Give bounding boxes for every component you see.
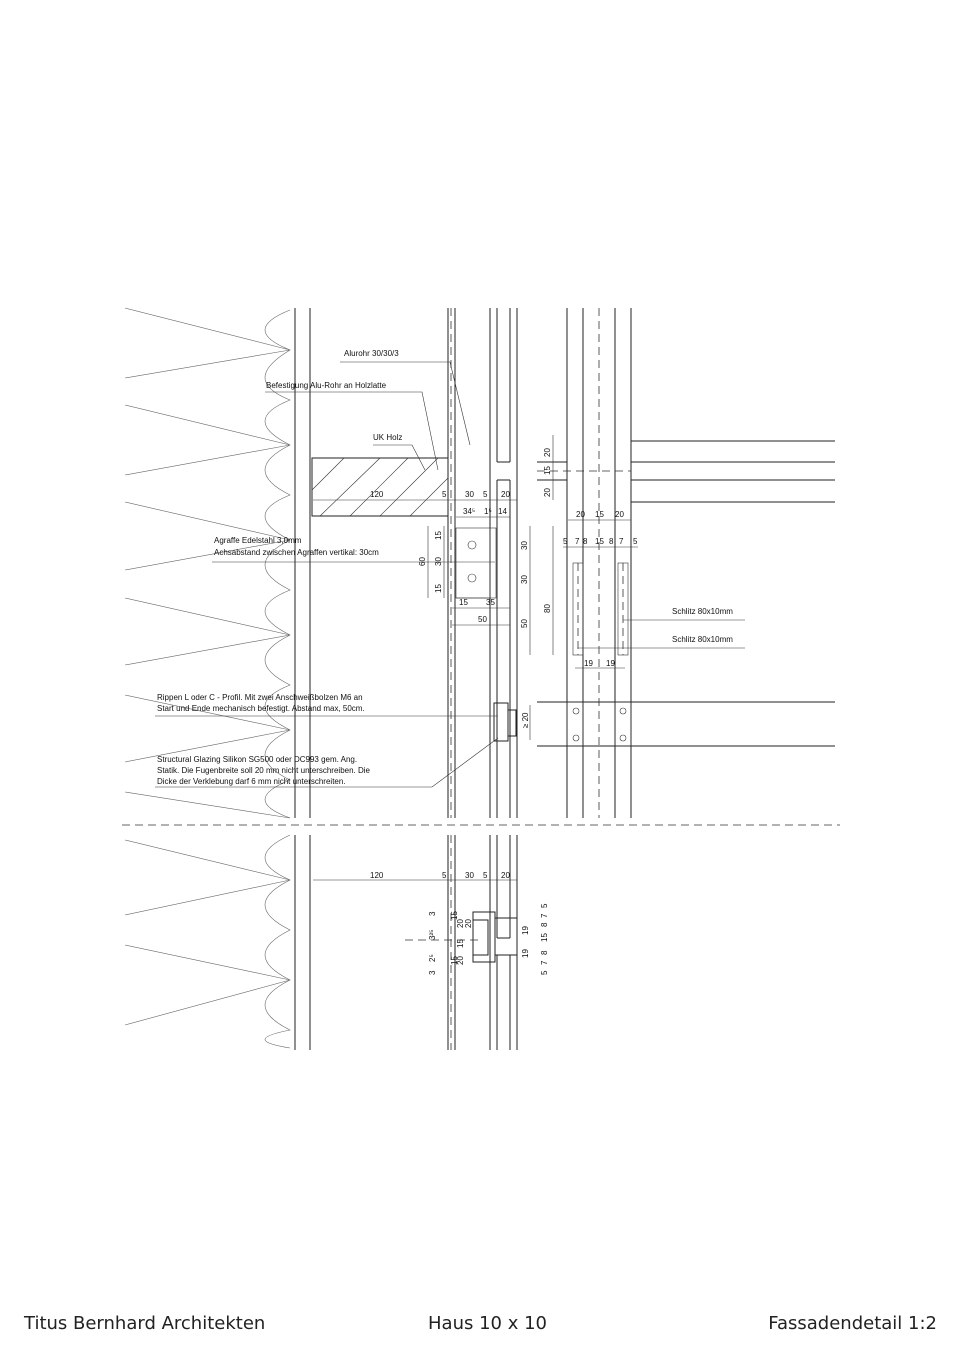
dim-text: 30: [520, 575, 529, 584]
label-rippen-2: Start und Ende mechanisch befestigt. Abs…: [157, 704, 365, 713]
dim-text: 5: [633, 537, 638, 546]
dim-text: 20: [543, 488, 552, 497]
label-glazing-2: Statik. Die Fugenbreite soll 20 mm nicht…: [157, 766, 371, 775]
dim-text: 20: [615, 510, 624, 519]
dim-text: 19: [606, 659, 615, 668]
dimension-lines: [313, 435, 638, 881]
dim-text: 20: [543, 448, 552, 457]
dim-text: 19: [521, 926, 530, 935]
label-schlitz-1: Schlitz 80x10mm: [672, 607, 733, 616]
dim-text: 8: [609, 537, 614, 546]
wall-layers-upper: [294, 308, 518, 818]
label-glazing-3: Dicke der Verklebung darf 6 mm nicht unt…: [157, 777, 346, 786]
dim-text: 35: [486, 598, 495, 607]
wall-layers-lower: [294, 835, 518, 1050]
insulation-hatch-upper: [124, 307, 291, 819]
dimension-texts: 120 5 30 5 20 34⁵ 1⁵ 14 60 15 30 15 15 3…: [370, 448, 638, 975]
dim-text: 3: [428, 970, 437, 975]
dim-text: 19: [521, 949, 530, 958]
label-schlitz-2: Schlitz 80x10mm: [672, 635, 733, 644]
dim-text: 15: [540, 933, 549, 942]
annotations: Alurohr 30/30/3 Befestigung Alu-Rohr an …: [157, 349, 733, 786]
dim-text: 15: [543, 466, 552, 475]
dim-text: 8: [540, 922, 549, 927]
dim-text: 3: [428, 911, 437, 916]
dim-text: 15: [595, 510, 604, 519]
dim-text: 50: [478, 615, 487, 624]
label-alurohr: Alurohr 30/30/3: [344, 349, 399, 358]
dim-text: 5: [483, 490, 488, 499]
dim-text: 5: [442, 871, 447, 880]
dim-text: 8: [540, 950, 549, 955]
dim-text: 20: [456, 956, 465, 965]
dim-text: 60: [418, 557, 427, 566]
dim-text: 15: [456, 939, 465, 948]
dim-text: ≥ 20: [521, 712, 530, 728]
agraffe-plate: [455, 527, 497, 599]
dim-text: 7: [540, 960, 549, 965]
dim-text: 2⁵: [428, 954, 437, 962]
leader-lines: [155, 361, 745, 788]
footer-sheet: Fassadendetail 1:2: [768, 1313, 937, 1334]
dim-text: 1⁵: [484, 507, 492, 516]
dim-text: 15: [595, 537, 604, 546]
dim-text: 15: [434, 531, 443, 540]
label-rippen-1: Rippen L oder C - Profil. Mit zwei Ansch…: [157, 693, 363, 702]
right-elevation: [537, 308, 835, 818]
footer-office: Titus Bernhard Architekten: [24, 1313, 266, 1334]
dim-text: 120: [370, 871, 384, 880]
dim-text: 15: [434, 584, 443, 593]
label-glazing-1: Structural Glazing Silikon SG500 oder DC…: [157, 755, 357, 764]
dim-text: 19: [584, 659, 593, 668]
dim-text: 3²⁵: [428, 930, 437, 940]
dim-text: 5: [442, 490, 447, 499]
dim-text: 120: [370, 490, 384, 499]
dim-text: 20: [501, 490, 510, 499]
dim-text: 80: [543, 604, 552, 613]
wood-batten: [311, 457, 449, 517]
dim-text: 20: [501, 871, 510, 880]
label-befestigung: Befestigung Alu-Rohr an Holzlatte: [266, 381, 387, 390]
insulation-hatch-lower: [124, 834, 291, 1049]
dim-text: 5: [540, 903, 549, 908]
dim-text: 5: [563, 537, 568, 546]
dim-text: 5: [540, 970, 549, 975]
dim-text: 30: [465, 871, 474, 880]
dim-text: 30: [434, 557, 443, 566]
label-agraffe-spacing: Achsabstand zwischen Agraffen vertikal: …: [214, 548, 379, 557]
dim-text: 5: [483, 871, 488, 880]
dim-text: 14: [498, 507, 507, 516]
dim-text: 15: [459, 598, 468, 607]
dim-text: 20: [464, 919, 473, 928]
dim-text: 30: [465, 490, 474, 499]
dim-text: 20: [456, 919, 465, 928]
dim-text: 34⁵: [463, 507, 475, 516]
dim-text: 15: [450, 911, 459, 920]
label-agraffe: Agraffe Edelstahl 3,0mm: [214, 536, 302, 545]
dim-text: 20: [576, 510, 585, 519]
dim-text: 8: [583, 537, 588, 546]
dim-text: 30: [520, 541, 529, 550]
label-uk-holz: UK Holz: [373, 433, 402, 442]
rib-profile: [493, 702, 517, 742]
dim-text: 15: [450, 956, 459, 965]
footer-project: Haus 10 x 10: [428, 1313, 547, 1334]
dim-text: 7: [540, 913, 549, 918]
dim-text: 50: [520, 619, 529, 628]
dim-text: 7: [575, 537, 580, 546]
dim-text: 7: [619, 537, 624, 546]
